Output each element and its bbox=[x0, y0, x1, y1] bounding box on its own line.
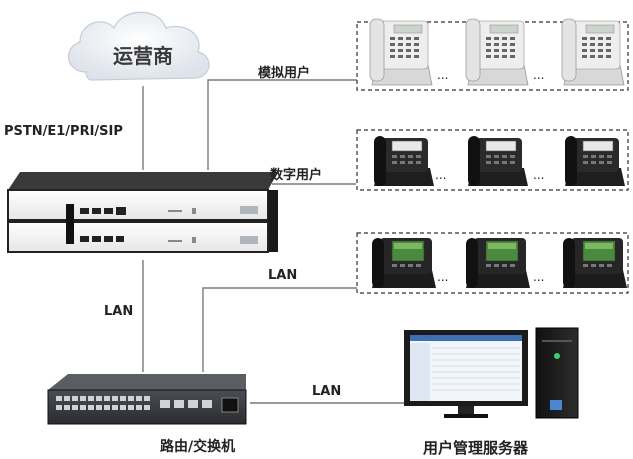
digital-ellipsis: ... bbox=[533, 168, 545, 182]
digital-phone-icon bbox=[564, 135, 626, 187]
analog-phone-icon bbox=[369, 18, 433, 86]
switch-caption: 路由/交换机 bbox=[160, 439, 236, 455]
analog-phone-icon bbox=[561, 18, 625, 86]
server-caption: 用户管理服务器 bbox=[423, 439, 529, 457]
trunk-label: PSTN/E1/PRI/SIP bbox=[4, 124, 123, 139]
ip-ellipsis: ... bbox=[437, 270, 449, 284]
lan-ip-phones-label: LAN bbox=[268, 268, 298, 283]
ip-phone-icon bbox=[562, 237, 628, 289]
server-computer-icon bbox=[404, 327, 579, 419]
cloud-label: 运营商 bbox=[113, 44, 173, 68]
lan-left-label: LAN bbox=[104, 304, 134, 319]
ip-pbx-icon bbox=[7, 172, 278, 253]
lan-bottom-label: LAN bbox=[312, 384, 342, 399]
connection-lines bbox=[142, 79, 408, 404]
analog-ellipsis: ... bbox=[533, 68, 545, 82]
ip-phone-icon bbox=[371, 237, 437, 289]
digital-users-label: 数字用户 bbox=[270, 168, 323, 183]
ip-ellipsis: ... bbox=[533, 270, 545, 284]
analog-phone-icon bbox=[465, 18, 529, 86]
ip-phone-icon bbox=[465, 237, 531, 289]
cloud-icon bbox=[68, 11, 210, 81]
network-switch-icon bbox=[47, 374, 247, 425]
digital-phone-icon bbox=[467, 135, 529, 187]
analog-ellipsis: ... bbox=[437, 68, 449, 82]
digital-ellipsis: ... bbox=[435, 168, 447, 182]
digital-phone-icon bbox=[373, 135, 435, 187]
analog-users-label: 模拟用户 bbox=[258, 66, 311, 81]
